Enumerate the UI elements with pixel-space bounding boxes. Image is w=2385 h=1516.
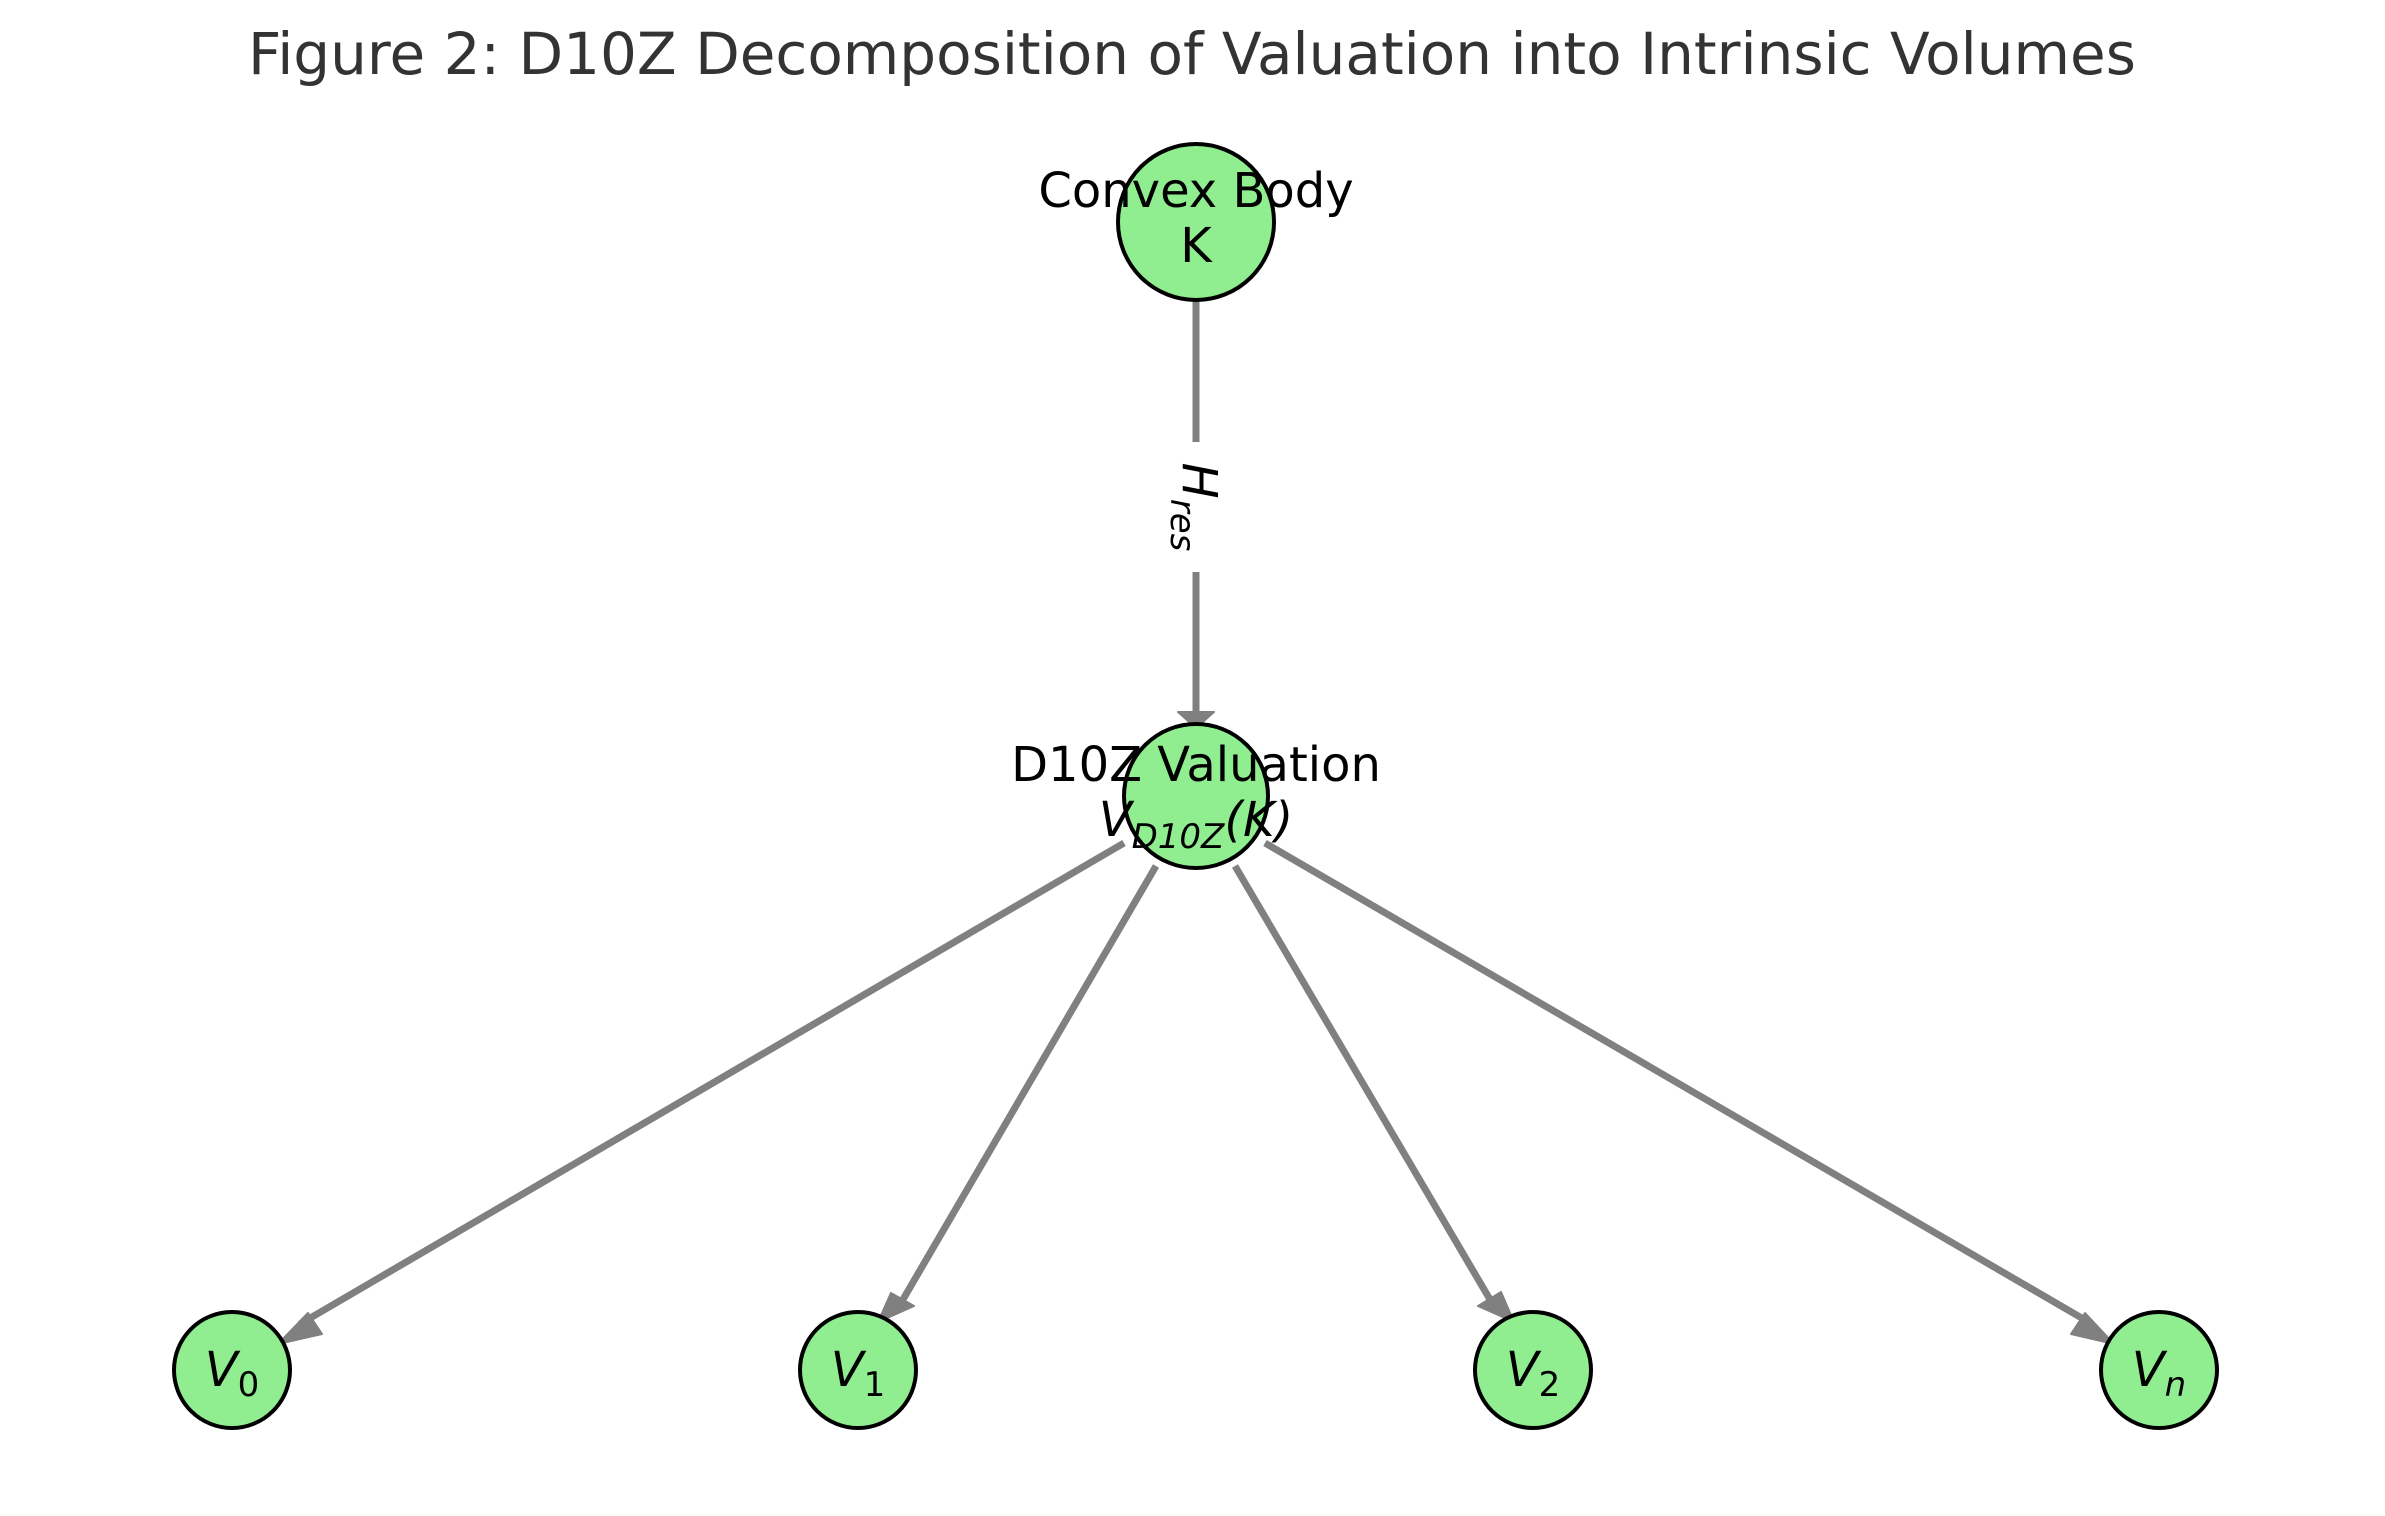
valuation-symbol: V <box>1099 792 1135 848</box>
edge-line <box>894 864 1160 1310</box>
edge-line <box>1231 864 1499 1310</box>
node-symbol: V <box>1506 1342 1542 1398</box>
edge-label-sub: res <box>1162 499 1202 552</box>
arrow-head <box>2070 1312 2115 1345</box>
valuation-subscript: D10Z <box>1132 817 1225 857</box>
edge-body-to-valuation <box>1177 300 1215 729</box>
node-symbol: V <box>205 1342 241 1398</box>
edge-label-hres: Hres <box>1162 463 1227 552</box>
node-label-line2: VD10Z(K) <box>1099 792 1294 857</box>
valuation-argument: (K) <box>1224 792 1293 848</box>
node-label-line2: K <box>1180 218 1213 274</box>
edge-valuation-to-v2 <box>1231 864 1515 1323</box>
node-label: V2 <box>1506 1342 1560 1405</box>
edge-line <box>1263 839 2094 1328</box>
edge-label-main: H <box>1171 463 1227 499</box>
node-v0: V0 <box>172 1310 292 1430</box>
node-subscript: 0 <box>238 1365 260 1405</box>
svg-text:Hres: Hres <box>1162 463 1227 552</box>
node-circle <box>798 1310 918 1430</box>
node-circle <box>1116 142 1276 302</box>
node-label: V0 <box>205 1342 259 1405</box>
edge-valuation-to-v1 <box>877 864 1160 1323</box>
arrow-head <box>877 1292 915 1323</box>
node-subscript: n <box>2165 1365 2187 1405</box>
node-label-line1: D10Z Valuation <box>1011 737 1381 793</box>
node-convex-body: Convex Body K <box>1038 142 1354 302</box>
node-symbol: V <box>2132 1342 2168 1398</box>
node-label: V1 <box>831 1342 885 1405</box>
figure-title: Figure 2: D10Z Decomposition of Valuatio… <box>248 20 2136 88</box>
node-subscript: 2 <box>1539 1365 1561 1405</box>
node-d10z-valuation: D10Z Valuation VD10Z(K) <box>1011 722 1381 870</box>
node-subscript: 1 <box>864 1365 886 1405</box>
node-circle <box>1473 1310 1593 1430</box>
node-symbol: V <box>831 1342 867 1398</box>
edge-valuation-to-v0 <box>277 839 1126 1345</box>
node-v2: V2 <box>1473 1310 1593 1430</box>
edge-valuation-to-vn <box>1263 839 2115 1345</box>
arrow-head <box>1177 711 1215 729</box>
arrow-head <box>1477 1291 1515 1323</box>
arrow-head <box>277 1312 323 1345</box>
node-vn: Vn <box>2099 1310 2219 1430</box>
node-label: Vn <box>2132 1342 2186 1405</box>
node-circle <box>1122 722 1270 870</box>
node-v1: V1 <box>798 1310 918 1430</box>
node-circle <box>172 1310 292 1430</box>
node-label-line1: Convex Body <box>1038 163 1353 219</box>
edge-line <box>298 839 1126 1328</box>
node-circle <box>2099 1310 2219 1430</box>
